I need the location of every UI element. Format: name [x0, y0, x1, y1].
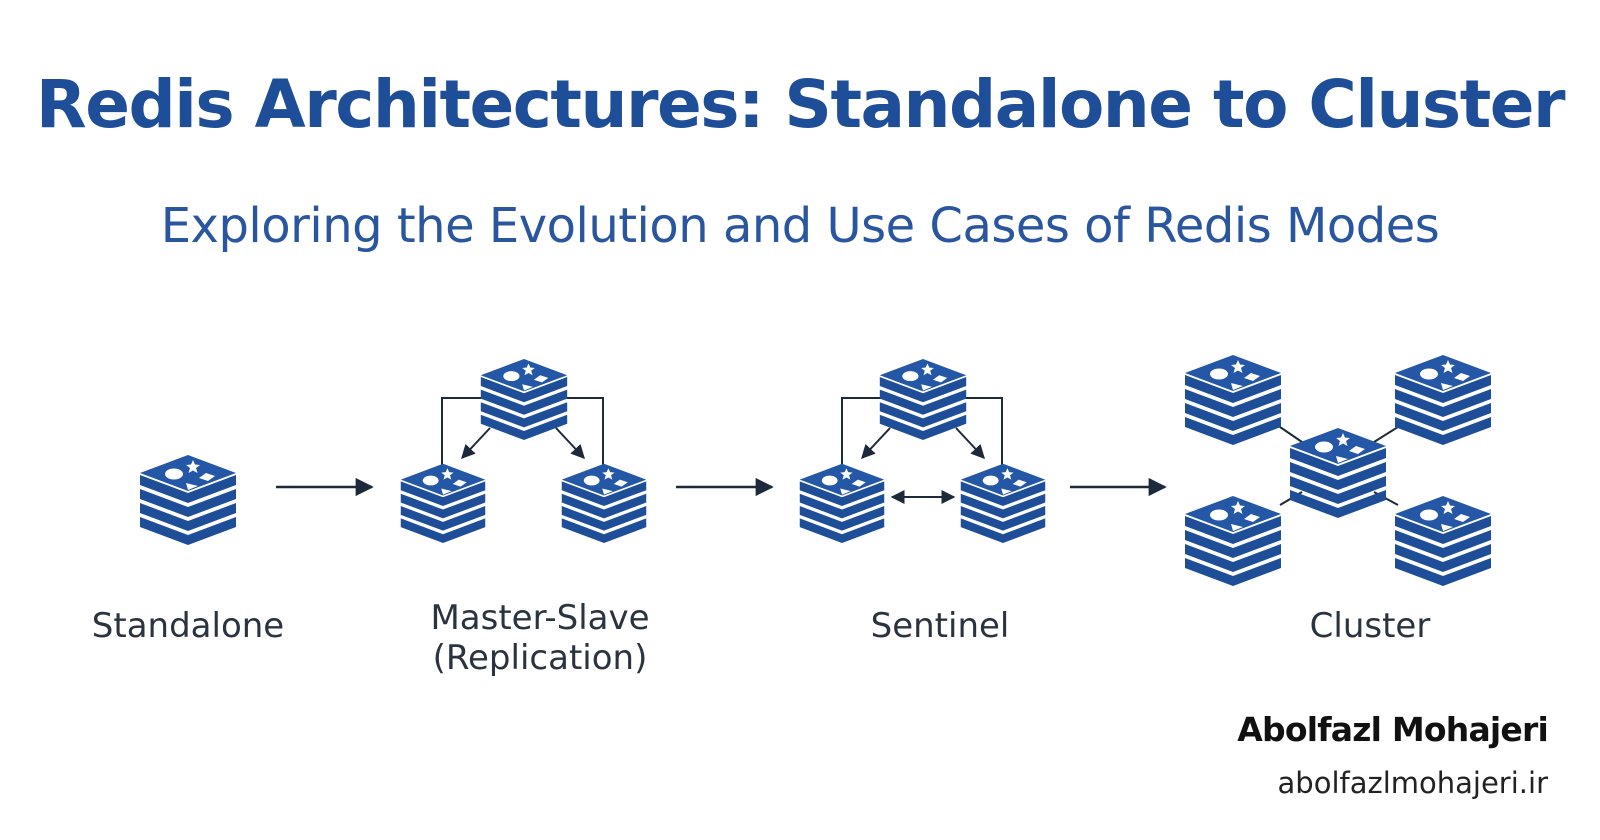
master-slave-connector-left	[441, 397, 484, 478]
author-website: abolfazlmohajeri.ir	[1277, 766, 1548, 800]
slave-node-icon-left	[400, 463, 486, 543]
stage-label-sentinel: Sentinel	[840, 606, 1040, 646]
page-subtitle: Exploring the Evolution and Use Cases of…	[160, 198, 1440, 254]
stage-label-line: (Replication)	[432, 638, 648, 679]
cluster-node-icon-top-left	[1185, 355, 1281, 445]
sentinel-connector-right	[964, 397, 1003, 478]
stage-label-line: Master-Slave	[430, 598, 650, 638]
author-name: Abolfazl Mohajeri	[1237, 710, 1549, 749]
cluster-node-icon-top-right	[1395, 355, 1491, 445]
sentinel-replica-node-icon-right	[960, 463, 1046, 543]
stage-label-cluster: Cluster	[1270, 606, 1470, 646]
slave-node-icon-right	[561, 463, 647, 543]
cluster-node-icon-bottom-right	[1395, 496, 1491, 586]
page-title: Redis Architectures: Standalone to Clust…	[35, 66, 1566, 143]
standalone-redis-node-icon	[140, 455, 236, 545]
cluster-node-icon-bottom-left	[1185, 496, 1281, 586]
stage-label-line: Standalone	[91, 606, 285, 646]
cluster-link-top-right	[1373, 426, 1399, 443]
master-slave-connector-right	[566, 397, 604, 478]
sentinel-arrow-left	[861, 427, 891, 460]
sentinel-master-node-icon	[879, 359, 967, 440]
replication-arrow-right	[555, 427, 585, 460]
sentinel-arrow-right	[955, 427, 985, 460]
stage-label-standalone: Standalone	[88, 606, 288, 646]
sentinel-replica-node-icon-left	[799, 463, 885, 543]
stage-label-line: Sentinel	[870, 606, 1010, 646]
cluster-node-icon-center	[1290, 428, 1386, 518]
replication-arrow-left	[461, 427, 491, 460]
stage-label-master-slave: Master-Slave (Replication)	[415, 598, 665, 680]
stage-label-line: Cluster	[1309, 606, 1431, 646]
cluster-link-top-left	[1279, 426, 1303, 443]
master-node-icon	[480, 359, 568, 440]
sentinel-connector-left	[841, 397, 882, 478]
